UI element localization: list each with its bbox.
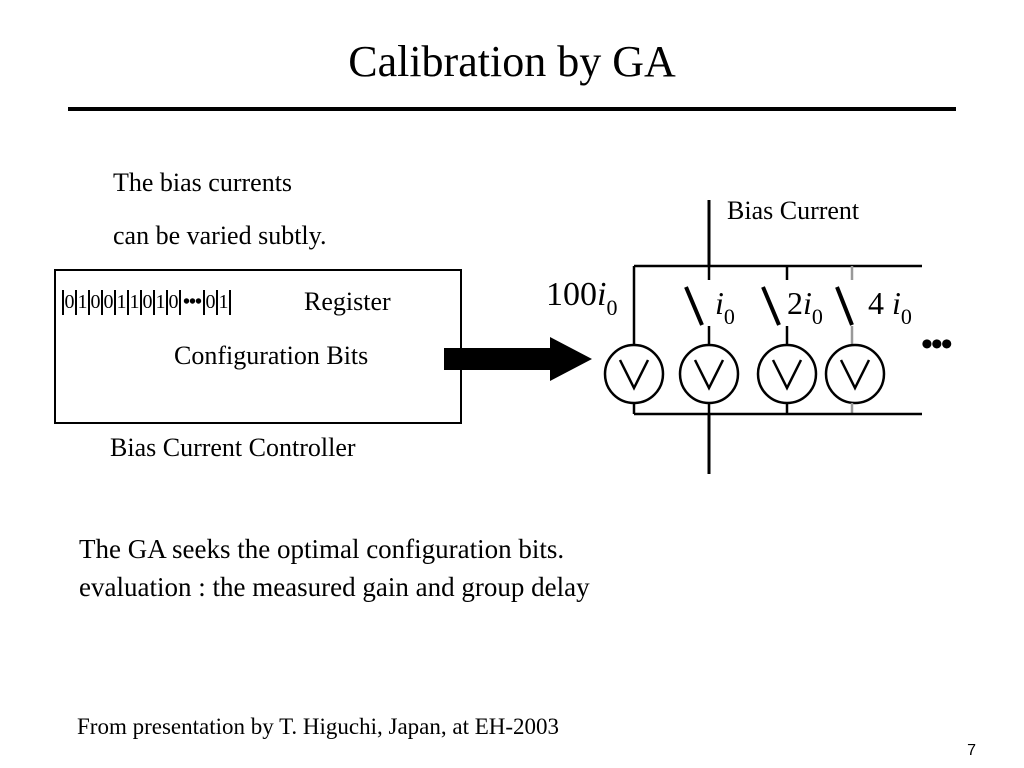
title-underline — [68, 107, 956, 111]
register-bit: 1 — [216, 290, 229, 315]
bias-current-label: Bias Current — [727, 196, 860, 225]
source-3-var: i — [892, 285, 901, 321]
register-bit: 1 — [114, 290, 127, 315]
source-0-coef: 100 — [546, 276, 597, 313]
bias-current-controller-box — [54, 269, 462, 424]
current-source-icon — [678, 343, 740, 405]
page-number: 7 — [967, 742, 976, 759]
register-bit-group-a: 0 1 0 0 1 1 0 1 0 — [62, 290, 181, 315]
current-source-icon — [603, 343, 665, 405]
more-sources-ellipsis: ••• — [921, 326, 953, 363]
register-bit: 1 — [153, 290, 166, 315]
source-0-sub: 0 — [606, 295, 618, 320]
body-line-1: The GA seeks the optimal configuration b… — [79, 534, 565, 564]
source-2-sub: 0 — [811, 304, 823, 329]
source-2-coef: 2 — [787, 285, 803, 321]
source-3-label: 4 i0 — [868, 285, 912, 329]
source-1-label: i0 — [715, 285, 735, 329]
intro-line-2: can be varied subtly. — [113, 221, 327, 250]
register-bit: 0 — [166, 290, 179, 315]
switch-2 — [761, 286, 781, 326]
register-bit: 0 — [62, 290, 75, 315]
switch-1 — [684, 286, 704, 326]
source-1-sub: 0 — [723, 304, 735, 329]
source-0-var: i — [597, 276, 607, 313]
config-arrow — [444, 337, 592, 381]
source-3-sub: 0 — [900, 304, 912, 329]
switch-3 — [835, 286, 854, 326]
current-source-icon — [756, 343, 818, 405]
register-bit: 0 — [140, 290, 153, 315]
source-0-label: 100i0 — [546, 276, 617, 320]
body-line-2: evaluation : the measured gain and group… — [79, 572, 590, 602]
register-bit: 1 — [75, 290, 88, 315]
current-source-icon — [824, 343, 886, 405]
register-bit: 0 — [101, 290, 114, 315]
configuration-bits-label: Configuration Bits — [174, 341, 369, 370]
source-3-coef: 4 — [868, 285, 884, 321]
bias-current-controller-label: Bias Current Controller — [110, 433, 356, 462]
register-bit: 0 — [203, 290, 216, 315]
source-1-var: i — [715, 285, 724, 321]
source-2-label: 2i0 — [787, 285, 823, 329]
register-label: Register — [304, 287, 391, 316]
register-bit: 1 — [127, 290, 140, 315]
source-citation: From presentation by T. Higuchi, Japan, … — [77, 714, 560, 739]
intro-line-1: The bias currents — [113, 168, 293, 197]
register-bit-group-b: 0 1 — [203, 290, 232, 315]
register-bit: 0 — [88, 290, 101, 315]
source-2-var: i — [803, 285, 812, 321]
slide-title: Calibration by GA — [348, 37, 676, 86]
register-ellipsis: ••• — [183, 291, 202, 313]
register-bits: 0 1 0 0 1 1 0 1 0 ••• 0 1 — [62, 290, 232, 315]
